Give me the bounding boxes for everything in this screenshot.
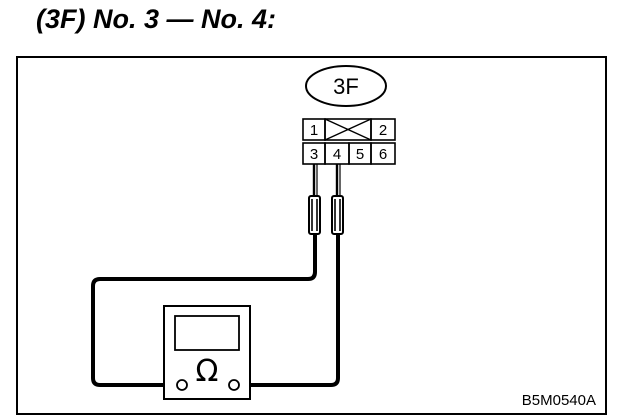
pin-number: 2 bbox=[379, 122, 387, 139]
pin-cell-2 bbox=[370, 118, 396, 141]
probe-pin-4 bbox=[331, 164, 344, 235]
diagram-frame bbox=[16, 56, 607, 415]
connector-label-text: 3F bbox=[333, 74, 359, 99]
connector-label: 3F bbox=[305, 65, 387, 107]
test-lead-left bbox=[91, 234, 317, 387]
connector-label-oval bbox=[305, 65, 387, 107]
figure-code: B5M0540A bbox=[522, 392, 596, 409]
test-lead-right bbox=[240, 234, 340, 387]
page-title: (3F) No. 3 — No. 4: bbox=[36, 4, 277, 34]
meter-terminal-left bbox=[176, 379, 188, 391]
pin-cell-6 bbox=[370, 142, 396, 165]
ohm-icon: Ω bbox=[196, 354, 219, 389]
meter-terminal-right bbox=[228, 379, 240, 391]
blank-cross-line bbox=[324, 118, 372, 141]
pin-number: 5 bbox=[356, 146, 364, 163]
pin-number: 1 bbox=[310, 122, 318, 139]
pin-number: 4 bbox=[333, 146, 341, 163]
probe-pin-3 bbox=[308, 164, 321, 235]
ohmmeter: Ω bbox=[163, 305, 251, 400]
pin-number: 3 bbox=[310, 146, 318, 163]
connector-3f: 1 2 3 4 5 6 bbox=[302, 118, 396, 165]
pin-number: 6 bbox=[379, 146, 387, 163]
meter-display bbox=[174, 315, 240, 351]
